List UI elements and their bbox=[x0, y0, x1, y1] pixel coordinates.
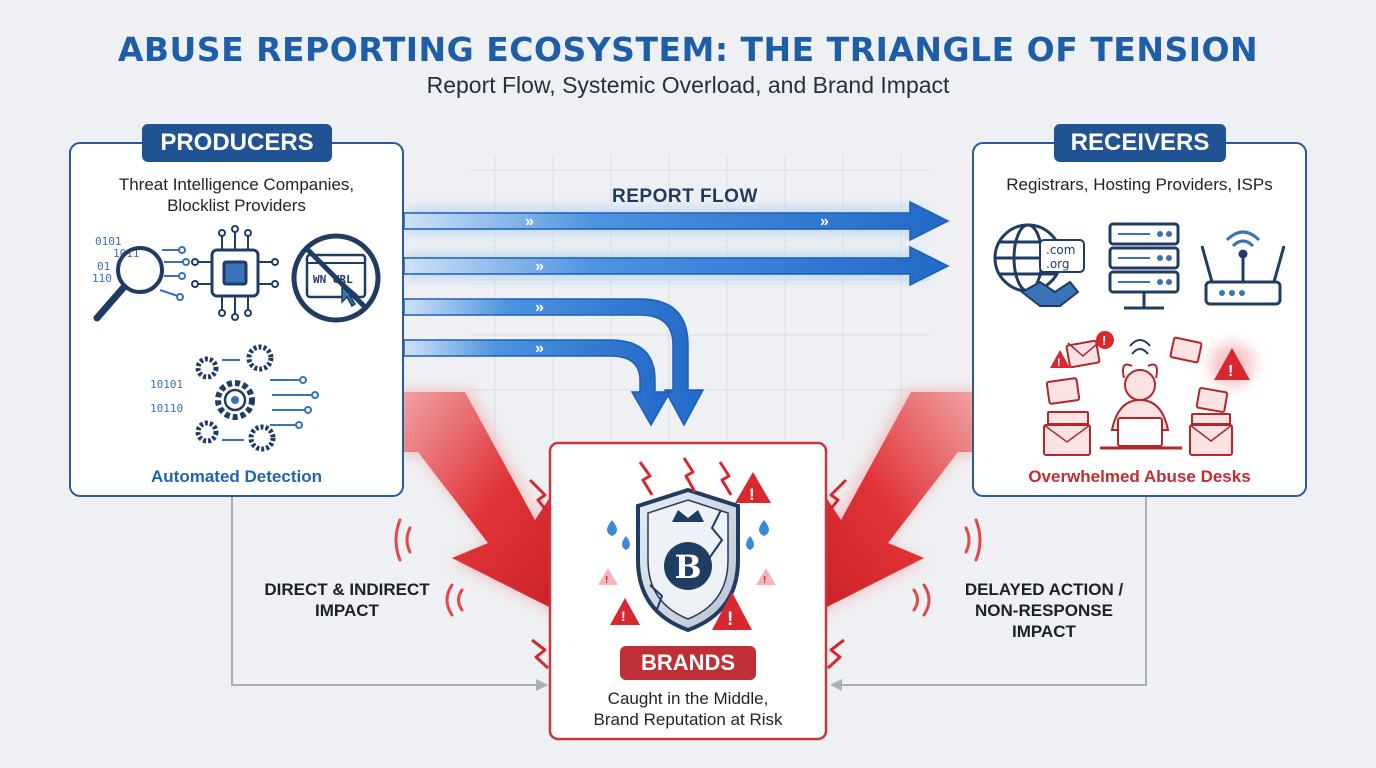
brand-lightning-icons bbox=[638, 457, 733, 496]
domain-com-text: .com bbox=[1046, 243, 1075, 257]
brand-warning-icons: ! ! ! ! ! bbox=[598, 472, 776, 630]
producers-description-line1: Threat Intelligence Companies, bbox=[118, 175, 355, 194]
warning-icon: ! bbox=[1050, 350, 1070, 369]
overwhelmed-desk-icon: ! ! ! bbox=[1043, 331, 1254, 456]
alert-wave-icon bbox=[394, 518, 982, 617]
producers-description: Threat Intelligence Companies, Blocklist… bbox=[75, 174, 398, 216]
right-impact-line2: NON-RESPONSE bbox=[975, 601, 1113, 620]
router-icon bbox=[1200, 230, 1286, 306]
shield-letter: B bbox=[674, 548, 701, 586]
left-impact-line2: IMPACT bbox=[315, 601, 379, 620]
report-flow-arrow-3 bbox=[403, 298, 705, 427]
warning-icon: ! bbox=[1214, 348, 1250, 380]
binary-magnifier-icon: 0101 1011 01 110 bbox=[92, 235, 190, 322]
page-title: ABUSE REPORTING ECOSYSTEM: THE TRIANGLE … bbox=[117, 30, 1259, 69]
warning-icon: ! bbox=[1096, 331, 1114, 349]
page-subtitle: Report Flow, Systemic Overload, and Bran… bbox=[426, 72, 950, 98]
right-impact-arrow bbox=[796, 390, 976, 625]
svg-text:!: ! bbox=[1228, 363, 1233, 380]
svg-text:!: ! bbox=[727, 609, 733, 630]
left-connector-arrowhead bbox=[536, 679, 548, 691]
blocked-url-icon: WN URL bbox=[291, 233, 381, 323]
svg-text:!: ! bbox=[763, 575, 766, 586]
brands-description: Caught in the Middle, Brand Reputation a… bbox=[556, 688, 820, 730]
brands-heading: BRANDS bbox=[620, 646, 756, 680]
right-impact-label: DELAYED ACTION / NON-RESPONSE IMPACT bbox=[944, 579, 1144, 642]
overwhelmed-abuse-desks-label: Overwhelmed Abuse Desks bbox=[1028, 467, 1251, 486]
report-flow-label: REPORT FLOW bbox=[612, 186, 758, 207]
binary-text-4: 110 bbox=[92, 272, 112, 285]
svg-text:!: ! bbox=[1057, 357, 1061, 369]
automated-detection-label: Automated Detection bbox=[151, 467, 322, 486]
server-rack-icon bbox=[1108, 222, 1180, 310]
left-impact-arrow bbox=[400, 390, 580, 625]
report-flow-arrows: » » » » » bbox=[403, 200, 950, 427]
left-impact-label: DIRECT & INDIRECT IMPACT bbox=[252, 579, 442, 621]
report-flow-arrow-4 bbox=[403, 339, 672, 427]
svg-text:»: » bbox=[535, 299, 544, 316]
flow-chevrons: » » » » » bbox=[525, 213, 829, 357]
chip-circuit-icon bbox=[191, 225, 279, 321]
domain-org-text: .org bbox=[1046, 257, 1070, 271]
feedback-connectors bbox=[231, 497, 1147, 686]
binary-text-1: 0101 bbox=[95, 235, 122, 248]
svg-text:10110: 10110 bbox=[150, 402, 183, 415]
svg-text:!: ! bbox=[621, 608, 626, 624]
right-impact-line3: IMPACT bbox=[1012, 622, 1076, 641]
svg-text:!: ! bbox=[749, 485, 755, 504]
svg-text:»: » bbox=[525, 213, 534, 230]
svg-text:»: » bbox=[820, 213, 829, 230]
report-flow-arrow-1 bbox=[403, 200, 950, 242]
lightning-bolt-icons bbox=[528, 478, 848, 670]
binary-text-3: 01 bbox=[97, 260, 110, 273]
svg-text:10101: 10101 bbox=[150, 378, 183, 391]
left-impact-line1: DIRECT & INDIRECT bbox=[264, 580, 430, 599]
receivers-heading: RECEIVERS bbox=[1054, 124, 1226, 162]
globe-handshake-icon: .com .org bbox=[993, 223, 1085, 307]
svg-text:!: ! bbox=[1102, 333, 1106, 348]
brands-description-line1: Caught in the Middle, bbox=[607, 689, 769, 708]
brands-description-line2: Brand Reputation at Risk bbox=[593, 710, 783, 729]
svg-text:»: » bbox=[535, 340, 544, 357]
right-connector-arrowhead bbox=[830, 679, 842, 691]
producers-description-line2: Blocklist Providers bbox=[167, 196, 306, 215]
svg-text:!: ! bbox=[605, 575, 608, 586]
shield-brand-icon: B bbox=[636, 487, 740, 633]
right-impact-line1: DELAYED ACTION / bbox=[964, 580, 1124, 599]
producers-heading: PRODUCERS bbox=[142, 124, 332, 162]
sweat-drop-icons bbox=[607, 520, 769, 550]
report-flow-arrow-2 bbox=[403, 245, 950, 287]
receivers-description: Registrars, Hosting Providers, ISPs bbox=[1006, 175, 1273, 194]
gears-automation-icon: 10101 10110 bbox=[150, 344, 319, 452]
svg-text:»: » bbox=[535, 258, 544, 275]
